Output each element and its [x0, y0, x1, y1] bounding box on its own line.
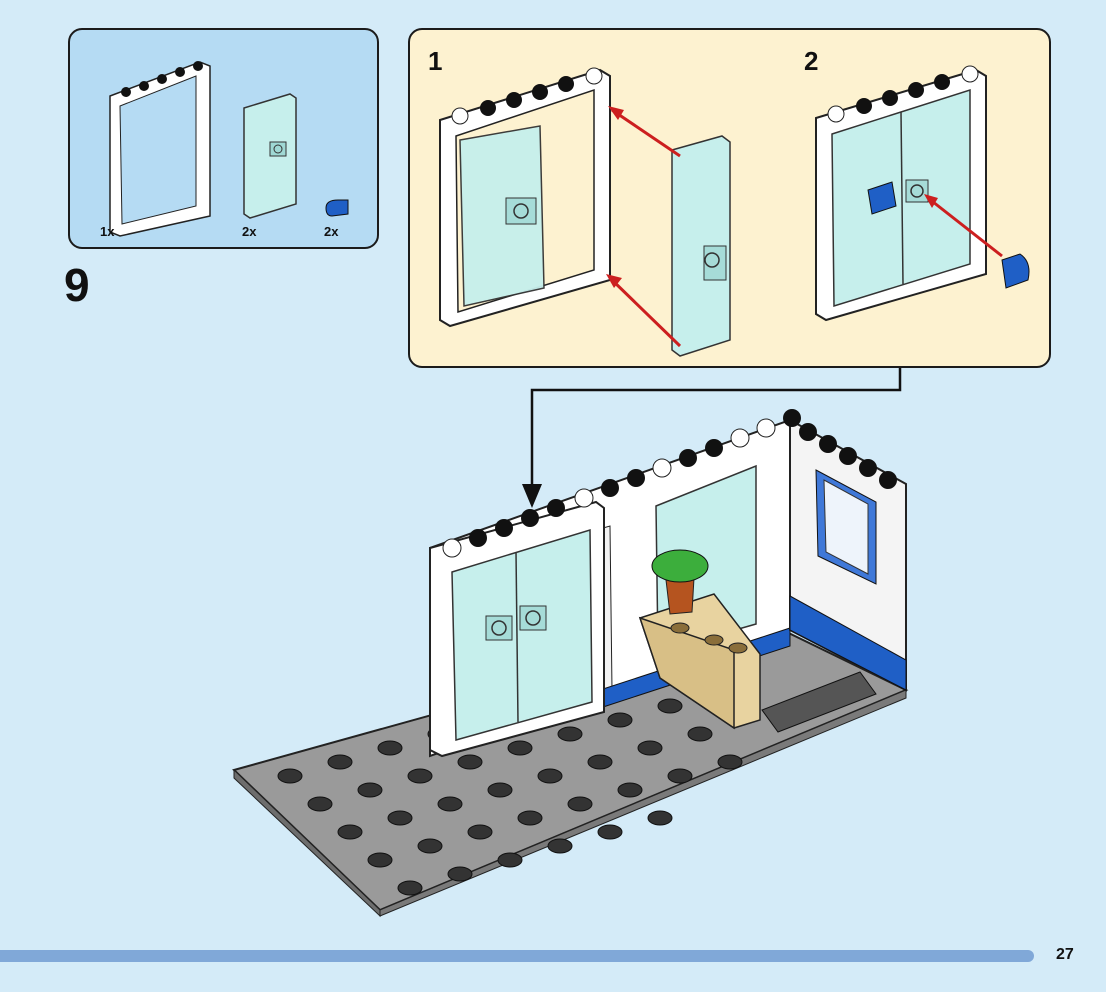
parts-list-box: 1x 2x 2x	[68, 28, 379, 249]
substeps-panel: 1 2	[408, 28, 1051, 368]
step-number: 9	[64, 259, 90, 311]
qty-blue-tile: 2x	[324, 224, 339, 239]
glass-door-part	[243, 93, 297, 219]
qty-window-frame: 1x	[100, 224, 115, 239]
blue-tile-part	[325, 199, 349, 217]
footer-bar	[0, 950, 1034, 962]
substep-2-label: 2	[804, 46, 819, 76]
substep-2-illustration	[815, 65, 1030, 322]
substep-1-label: 1	[428, 46, 443, 76]
qty-glass-door: 2x	[242, 224, 257, 239]
window-frame-part	[109, 61, 211, 237]
substep-1-illustration	[439, 67, 731, 357]
page-number: 27	[1056, 946, 1074, 963]
